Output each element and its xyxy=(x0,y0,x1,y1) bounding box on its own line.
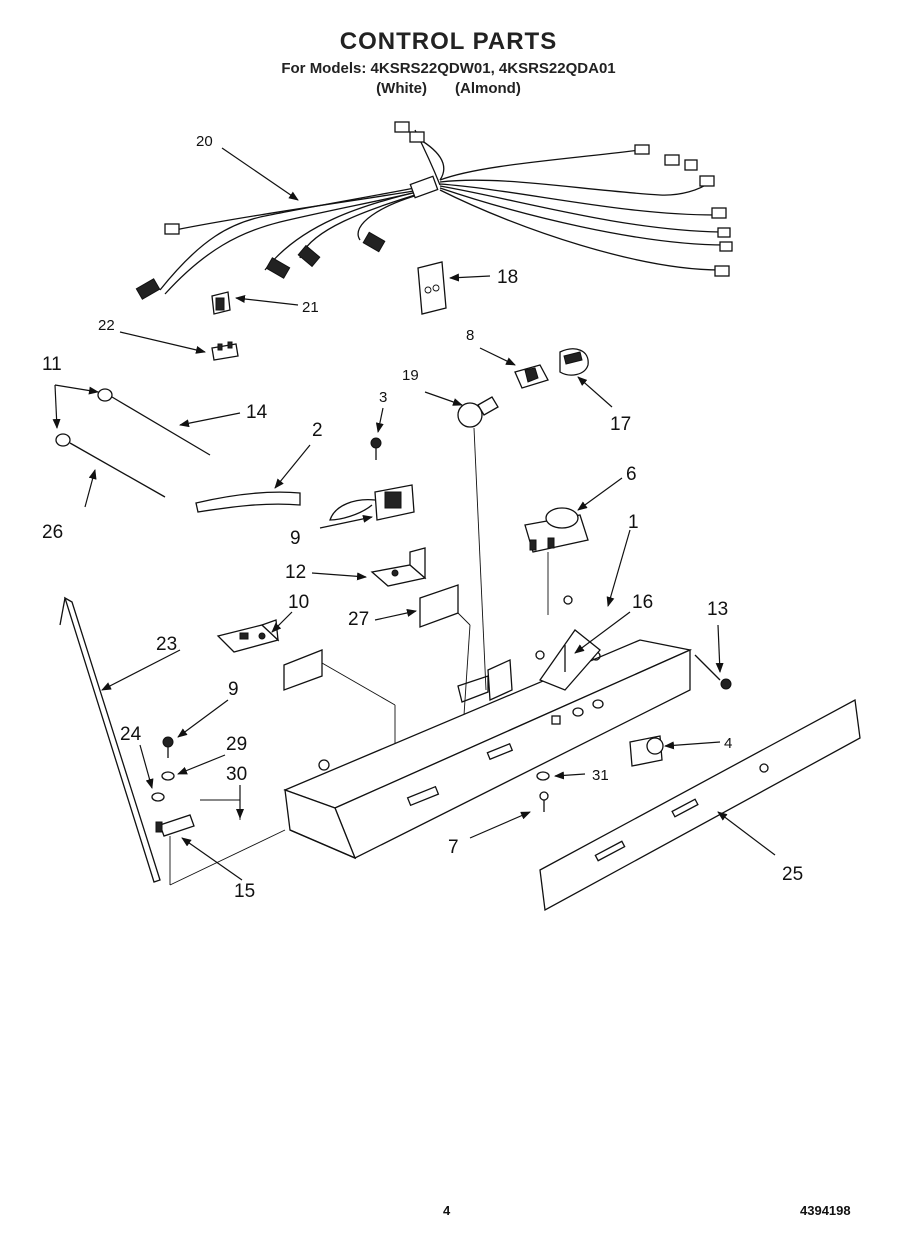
callout-7: 7 xyxy=(448,837,459,858)
part-7-screw xyxy=(539,791,549,812)
callout-6: 6 xyxy=(626,464,637,485)
callout-8: 8 xyxy=(466,327,474,344)
part-9-switch xyxy=(329,484,415,521)
callout-4: 4 xyxy=(724,735,732,752)
part-24-washer xyxy=(151,792,165,802)
part-9-screw-lower xyxy=(162,736,174,758)
callout-10: 10 xyxy=(288,592,309,613)
part-15-bracket xyxy=(155,799,286,886)
callout-27: 27 xyxy=(348,609,369,630)
page-number: 4 xyxy=(443,1203,451,1218)
callout-1: 1 xyxy=(628,512,639,533)
variants-line: (White) (Almond) xyxy=(0,80,897,97)
callout-15: 15 xyxy=(234,881,255,902)
part-19-bulb xyxy=(457,396,499,691)
callout-26: 26 xyxy=(42,522,63,543)
callout-23: 23 xyxy=(156,634,177,655)
part-23-rod xyxy=(59,596,161,883)
wire-harness xyxy=(135,121,733,300)
callout-25: 25 xyxy=(782,864,803,885)
callout-20: 20 xyxy=(196,133,213,150)
part-1-control-housing xyxy=(283,595,693,860)
callout-14: 14 xyxy=(246,402,268,423)
part-13-screw xyxy=(694,654,732,690)
callout-3: 3 xyxy=(379,389,387,406)
callout-18: 18 xyxy=(497,267,518,288)
part-25-front-panel xyxy=(539,698,861,912)
diagram-title: CONTROL PARTS xyxy=(339,28,558,55)
part-29-washer xyxy=(161,771,175,781)
callout-13: 13 xyxy=(707,599,728,620)
callout-22: 22 xyxy=(98,317,115,334)
leader-lines xyxy=(52,147,776,881)
part-18-plate xyxy=(417,261,447,315)
callout-12: 12 xyxy=(285,562,306,583)
part-2-tube xyxy=(195,491,301,513)
callout-17: 17 xyxy=(610,414,631,435)
callout-16: 16 xyxy=(632,592,653,613)
callout-11: 11 xyxy=(42,354,62,375)
callout-21: 21 xyxy=(302,299,319,316)
callout-labels: 20 18 21 22 11 14 26 2 3 9 19 8 17 6 1 1… xyxy=(42,133,803,902)
part-17-shield xyxy=(559,348,589,376)
part-10-bracket xyxy=(216,619,280,653)
part-31-washer xyxy=(536,771,550,781)
callout-9-upper: 9 xyxy=(290,528,301,549)
part-3-screw xyxy=(370,437,382,460)
part-12-bracket xyxy=(370,547,427,587)
callout-19: 19 xyxy=(402,367,419,384)
callout-31: 31 xyxy=(592,767,609,784)
part-6-control xyxy=(524,507,589,615)
document-number: 4394198 xyxy=(800,1203,851,1218)
callout-24: 24 xyxy=(120,724,142,745)
callout-2: 2 xyxy=(312,420,323,441)
part-11-grommets-and-rods xyxy=(55,388,211,498)
callout-9-lower: 9 xyxy=(228,679,239,700)
callout-30: 30 xyxy=(226,764,247,785)
callout-29: 29 xyxy=(226,734,247,755)
part-4-switch xyxy=(629,735,664,767)
part-21-clip xyxy=(211,291,231,315)
variant-almond: (Almond) xyxy=(455,80,521,97)
models-line: For Models: 4KSRS22QDW01, 4KSRS22QDA01 xyxy=(281,60,616,77)
part-22-bracket xyxy=(211,341,239,361)
part-8-socket xyxy=(514,364,549,389)
variant-white: (White) xyxy=(376,80,427,97)
